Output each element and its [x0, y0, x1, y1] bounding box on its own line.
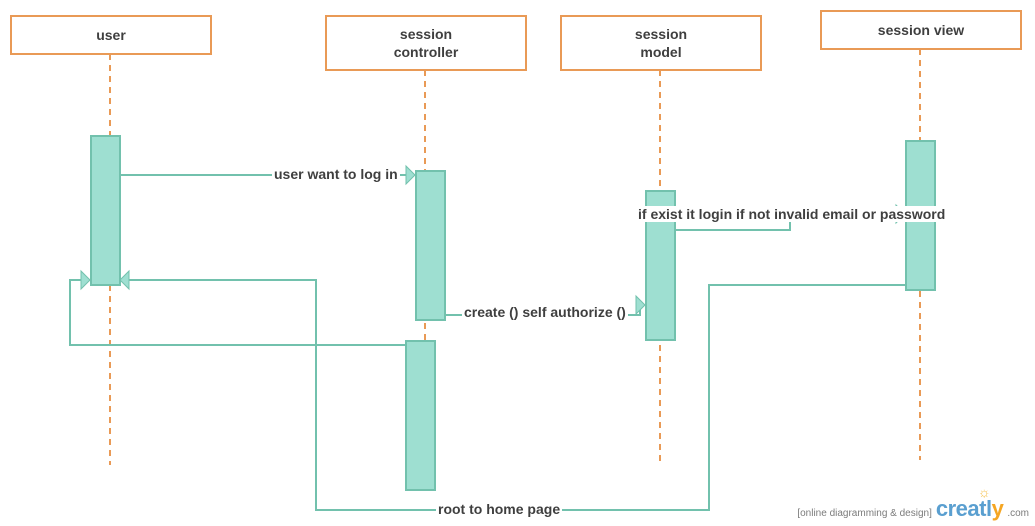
message-label-login: user want to log in: [272, 166, 400, 182]
participant-session-view: session view: [820, 10, 1022, 50]
arrowhead-return-left: [80, 269, 91, 291]
activation-controller-1: [415, 170, 446, 321]
watermark-domain: .com: [1007, 508, 1029, 519]
logo-text-y: y: [991, 496, 1004, 521]
participant-user: user: [10, 15, 212, 55]
connector-return-left: [69, 279, 405, 346]
message-label-create: create () self authorize (): [462, 304, 628, 320]
creately-logo: ☼ creatly: [935, 484, 1004, 522]
arrowhead-login: [405, 164, 416, 186]
activation-user: [90, 135, 121, 286]
message-label-validate: if exist it login if not invalid email o…: [636, 206, 948, 222]
watermark-tagline: [online diagramming & design]: [797, 508, 932, 519]
participant-session-model: session model: [560, 15, 762, 71]
activation-controller-2: [405, 340, 436, 491]
creately-watermark: [online diagramming & design] ☼ creatly …: [797, 484, 1029, 522]
message-label-home: root to home page: [436, 501, 563, 517]
participant-session-controller: session controller: [325, 15, 527, 71]
arrowhead-home: [119, 269, 130, 291]
lightbulb-icon: ☼: [977, 484, 991, 500]
logo-text: creatl: [935, 496, 992, 521]
arrowhead-create: [635, 294, 646, 316]
